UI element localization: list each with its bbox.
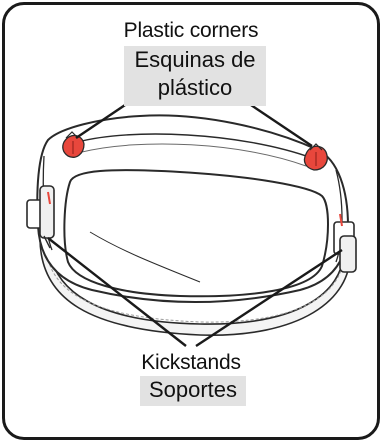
- inner-opening: [63, 169, 329, 298]
- left-kickstand: [26, 185, 55, 249]
- leader-line-left-kickstand: [47, 237, 187, 347]
- plastic-corners-label: Plastic corners: [123, 19, 259, 42]
- right-plastic-corner: [303, 143, 328, 171]
- esquinas-label-line2: plástico: [157, 75, 233, 100]
- soportes-label: Soportes: [140, 376, 246, 406]
- leader-line-right-corner: [247, 102, 313, 147]
- leader-line-right-kickstand: [195, 248, 343, 348]
- left-plastic-corner: [62, 131, 85, 158]
- leader-line-left-corner: [75, 102, 129, 139]
- kickstands-label: Kickstands: [141, 351, 241, 374]
- right-kickstand: [333, 221, 357, 273]
- esquinas-label-line1: Esquinas de: [134, 47, 256, 72]
- esquinas-label-box: Esquinas de plástico: [124, 46, 266, 106]
